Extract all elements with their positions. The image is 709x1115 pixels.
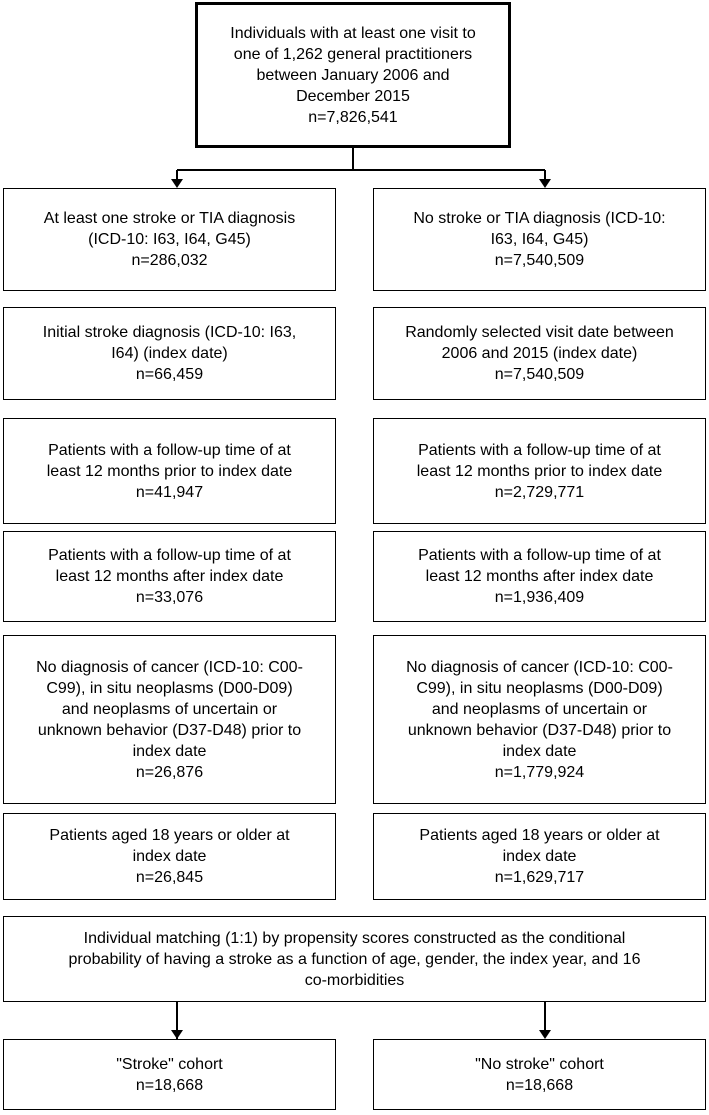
box-text: Patients aged 18 years or older at index… bbox=[49, 827, 290, 865]
box-text: No stroke or TIA diagnosis (ICD-10: I63,… bbox=[413, 210, 666, 248]
box-stroke-cohort: "Stroke" cohort n=18,668 bbox=[3, 1039, 336, 1110]
arrow-head bbox=[539, 1030, 551, 1039]
box-count: n=33,076 bbox=[135, 589, 204, 606]
box-count: n=1,779,924 bbox=[494, 763, 585, 781]
box-count: n=7,826,541 bbox=[308, 108, 398, 126]
box-count: n=286,032 bbox=[131, 252, 208, 269]
box-left-followup-after: Patients with a follow-up time of at lea… bbox=[3, 531, 336, 622]
box-text: Patients with a follow-up time of at lea… bbox=[46, 441, 293, 480]
box-text: "No stroke" cohort bbox=[475, 1055, 604, 1073]
box-text: No diagnosis of cancer (ICD-10: C00- C99… bbox=[406, 658, 673, 760]
box-left-stroke-tia: At least one stroke or TIA diagnosis (IC… bbox=[3, 188, 336, 291]
box-right-no-cancer: No diagnosis of cancer (ICD-10: C00- C99… bbox=[373, 635, 706, 804]
box-left-initial-stroke: Initial stroke diagnosis (ICD-10: I63, I… bbox=[3, 307, 336, 400]
box-text: Patients with a follow-up time of at lea… bbox=[48, 547, 291, 585]
box-text: Individuals with at least one visit to o… bbox=[230, 24, 476, 105]
box-count: n=41,947 bbox=[135, 483, 204, 501]
box-count: n=7,540,509 bbox=[494, 252, 585, 269]
box-count: n=7,540,509 bbox=[494, 366, 585, 383]
box-count: n=26,876 bbox=[135, 763, 204, 781]
box-left-aged-18: Patients aged 18 years or older at index… bbox=[3, 813, 336, 900]
box-right-aged-18: Patients aged 18 years or older at index… bbox=[373, 813, 706, 900]
box-propensity-matching: Individual matching (1:1) by propensity … bbox=[3, 916, 706, 1002]
box-text: Individual matching (1:1) by propensity … bbox=[68, 929, 641, 989]
box-left-no-cancer: No diagnosis of cancer (ICD-10: C00- C99… bbox=[3, 635, 336, 804]
box-count: n=2,729,771 bbox=[494, 483, 585, 501]
box-left-followup-prior: Patients with a follow-up time of at lea… bbox=[3, 418, 336, 524]
box-right-followup-after: Patients with a follow-up time of at lea… bbox=[373, 531, 706, 622]
box-count: n=1,629,717 bbox=[494, 869, 585, 886]
box-text: Patients with a follow-up time of at lea… bbox=[416, 441, 663, 480]
box-right-random-visit: Randomly selected visit date between 200… bbox=[373, 307, 706, 400]
box-right-no-stroke-tia: No stroke or TIA diagnosis (ICD-10: I63,… bbox=[373, 188, 706, 291]
arrow-head bbox=[171, 1030, 183, 1039]
box-source-population: Individuals with at least one visit to o… bbox=[195, 2, 511, 148]
box-text: Initial stroke diagnosis (ICD-10: I63, I… bbox=[42, 324, 297, 362]
box-text: At least one stroke or TIA diagnosis (IC… bbox=[43, 210, 296, 248]
box-text: Patients with a follow-up time of at lea… bbox=[418, 547, 661, 585]
box-right-followup-prior: Patients with a follow-up time of at lea… bbox=[373, 418, 706, 524]
box-count: n=18,668 bbox=[135, 1076, 204, 1094]
box-text: Randomly selected visit date between 200… bbox=[405, 324, 674, 362]
box-count: n=1,936,409 bbox=[494, 589, 585, 606]
arrow-head bbox=[171, 179, 183, 188]
box-text: No diagnosis of cancer (ICD-10: C00- C99… bbox=[36, 658, 303, 760]
box-no-stroke-cohort: "No stroke" cohort n=18,668 bbox=[373, 1039, 706, 1110]
box-count: n=66,459 bbox=[135, 366, 204, 383]
box-count: n=26,845 bbox=[135, 869, 204, 886]
box-text: "Stroke" cohort bbox=[116, 1055, 223, 1073]
arrow-head bbox=[539, 179, 551, 188]
box-text: Patients aged 18 years or older at index… bbox=[419, 827, 660, 865]
box-count: n=18,668 bbox=[505, 1076, 574, 1094]
